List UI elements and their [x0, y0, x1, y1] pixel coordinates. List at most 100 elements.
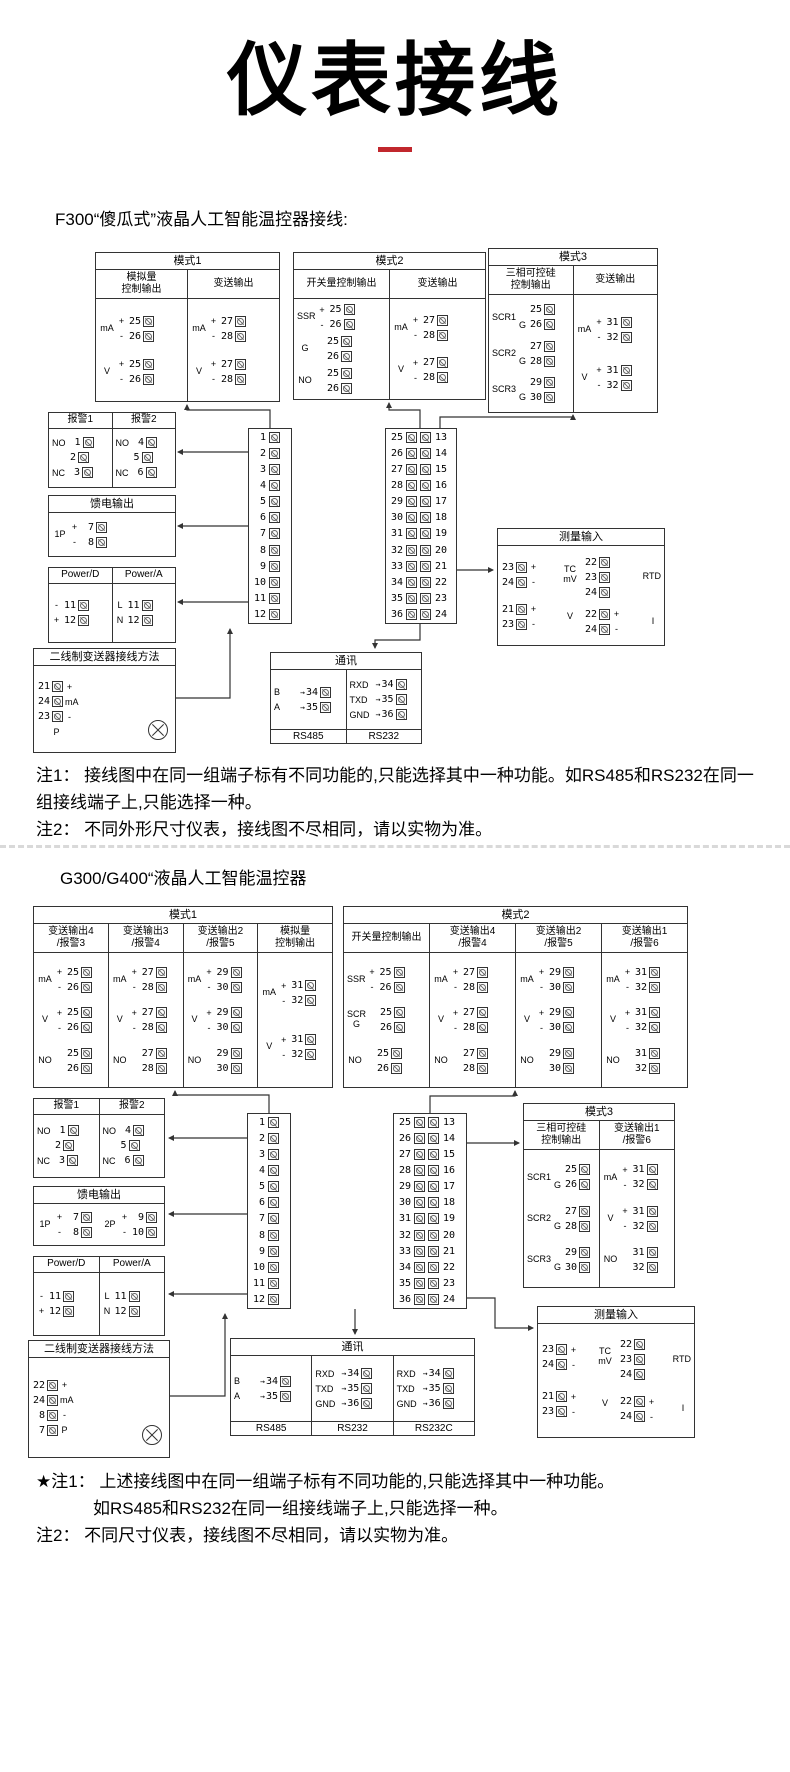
terminal: -8 — [70, 536, 172, 549]
terminal-screw-icon — [343, 319, 355, 331]
terminal-number: 23 — [37, 711, 50, 723]
terminal-number: 4 — [124, 1125, 131, 1137]
group-label: NO — [348, 1054, 362, 1065]
terminal-sign: - — [540, 1022, 543, 1033]
terminal-stack: +27-28 — [451, 966, 512, 994]
terminal-sign: - — [615, 624, 618, 635]
terminal-number: 6 — [124, 1155, 131, 1167]
column-footer: RS485 — [231, 1421, 312, 1435]
terminal-screw-icon — [81, 1022, 92, 1034]
terminal-group: 1P+7-8 — [37, 1211, 96, 1239]
terminal-number: 25 — [379, 966, 392, 978]
f300-note-1: 注1： 接线图中在同一组端子标有不同功能的,只能选择其中一种功能。如RS485和… — [36, 766, 754, 813]
terminal-screw-icon — [47, 1409, 58, 1421]
terminal-screw-icon — [143, 373, 154, 385]
group-label: V — [523, 1014, 530, 1025]
terminal-number: 28 — [390, 480, 403, 492]
terminal-screw-icon — [141, 452, 153, 464]
terminal-stack: +25-26 — [117, 358, 184, 386]
terminal-sign: + — [206, 1007, 212, 1018]
terminal-number: 25 — [66, 966, 79, 978]
terminal-group: V+31-32 — [261, 1033, 329, 1061]
terminal: +25 — [117, 358, 184, 371]
terminal-screw-icon — [579, 1220, 591, 1232]
terminal-sign: + — [412, 357, 419, 368]
terminal-screw-icon — [516, 561, 527, 573]
terminal-sign: TXD — [349, 694, 368, 705]
terminal: P — [37, 725, 172, 738]
group-label: NO — [603, 1253, 618, 1264]
terminal-screw-icon — [516, 618, 527, 630]
terminal-number: 34 — [258, 1376, 278, 1387]
terminal-screw-icon — [52, 711, 63, 723]
terminal-group: mA+27-28 — [112, 966, 180, 994]
terminal-number: 5 — [259, 496, 266, 508]
terminal-screw-icon — [235, 330, 246, 342]
terminal-number: 35 — [298, 702, 318, 713]
terminal-number: 27 — [462, 1007, 475, 1019]
terminal-screw-icon — [305, 995, 317, 1007]
terminal-sign: NC — [52, 467, 65, 478]
terminal-stack: +9-10 — [120, 1211, 161, 1239]
terminal: -26 — [368, 981, 426, 994]
terminal-number: 28 — [141, 1022, 154, 1034]
terminal-number: 29 — [548, 1007, 561, 1019]
terminal-stack: +27-28 — [411, 314, 482, 342]
terminal-screw-icon — [649, 981, 660, 993]
terminal-sign: - — [123, 1227, 126, 1238]
terminal-screw-icon — [268, 1165, 279, 1177]
terminal-stack: +31-32 — [621, 1205, 672, 1233]
terminal: +12 — [37, 1305, 96, 1318]
terminal: 29 — [537, 1047, 598, 1060]
terminal-screw-icon — [235, 373, 246, 385]
terminal-screw-icon — [563, 981, 574, 993]
terminal-screw-icon — [230, 1007, 242, 1019]
terminal-stack: +27-28 — [130, 1006, 180, 1034]
terminal-number: 31 — [606, 316, 619, 328]
terminal: -26 — [117, 373, 184, 386]
terminal-screw-icon — [361, 1383, 373, 1395]
terminal-sign: - — [40, 1291, 43, 1302]
terminal-stack: +7-8 — [70, 521, 172, 549]
terminal-group: V+27-28 — [191, 358, 276, 386]
terminal-sign: + — [38, 1306, 45, 1317]
terminal-sign: GND — [349, 709, 370, 720]
terminal-screw-icon — [477, 1022, 488, 1034]
terminal-number: 32 — [291, 1049, 304, 1061]
terminal-screw-icon — [414, 1197, 425, 1209]
terminal-screw-icon — [268, 1277, 279, 1289]
terminal-sign: + — [281, 1034, 287, 1045]
terminal: +7 — [55, 1211, 96, 1224]
terminal-sign: + — [206, 967, 212, 978]
terminal-screw-icon — [128, 1140, 140, 1152]
terminal-number: 25 — [128, 315, 141, 327]
terminal-number: 31 — [291, 1034, 304, 1046]
terminal: -28 — [411, 371, 482, 384]
terminal-screw-icon — [81, 966, 92, 978]
terminal-number: 26 — [326, 383, 339, 395]
terminal-screw-icon — [395, 709, 407, 721]
terminal-screw-icon — [155, 1062, 167, 1074]
terminal-screw-icon — [235, 358, 246, 370]
terminal: 29 — [553, 1246, 595, 1259]
terminal: 22+ — [619, 1395, 673, 1408]
terminal-number: 12 — [127, 614, 140, 626]
terminal-number: 27 — [141, 966, 154, 978]
terminal-strip-row: 1 — [253, 432, 287, 443]
terminal-stack: B34A35 — [274, 686, 343, 714]
terminal-number: 31 — [634, 966, 647, 978]
terminal: 25 — [368, 1006, 426, 1019]
terminal-number: 2 — [259, 448, 266, 460]
